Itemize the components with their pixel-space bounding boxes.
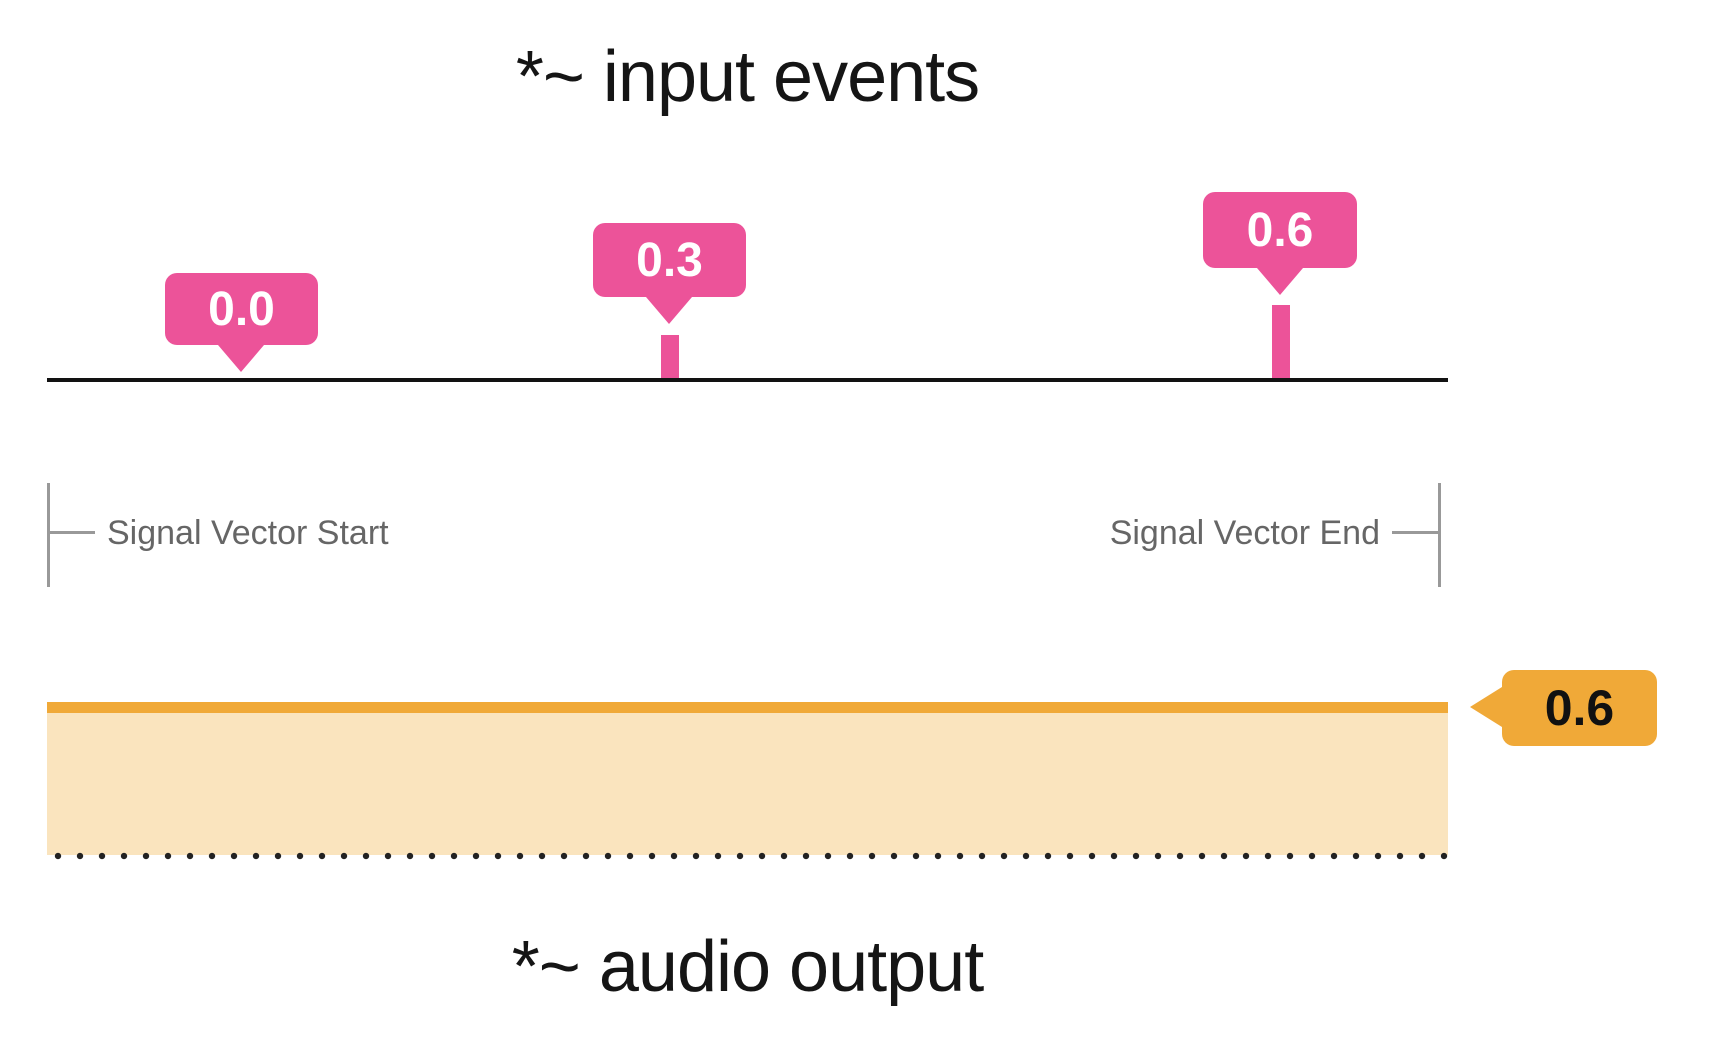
- event-timeline: [47, 378, 1448, 382]
- audio-output-area: [47, 702, 1448, 855]
- event-bubble-tail-0.0: [218, 345, 264, 372]
- signal-vector-start-dash: [47, 531, 95, 534]
- audio-output-level-line: [47, 702, 1448, 713]
- audio-output-zero-baseline: [47, 850, 1448, 862]
- output-callout-tail: [1470, 687, 1502, 727]
- event-tick-0.3: [661, 335, 679, 382]
- signal-vector-start-bracket: [47, 483, 50, 587]
- event-bubble-tail-0.3: [646, 297, 692, 324]
- signal-vector-end-bracket: [1438, 483, 1441, 587]
- output-value-bubble: 0.6: [1502, 670, 1657, 746]
- input-events-title: *~ input events: [515, 37, 980, 117]
- event-bubble-tail-0.6: [1257, 268, 1303, 295]
- signal-vector-end-dash: [1392, 531, 1440, 534]
- event-tick-0.6: [1272, 305, 1290, 382]
- event-bubble-0.6: 0.6: [1203, 192, 1357, 268]
- event-bubble-0.0: 0.0: [165, 273, 318, 345]
- signal-vector-end-label: Signal Vector End: [1109, 514, 1380, 552]
- signal-vector-start-label: Signal Vector Start: [107, 514, 389, 552]
- audio-output-title: *~ audio output: [511, 927, 984, 1007]
- event-bubble-0.3: 0.3: [593, 223, 746, 297]
